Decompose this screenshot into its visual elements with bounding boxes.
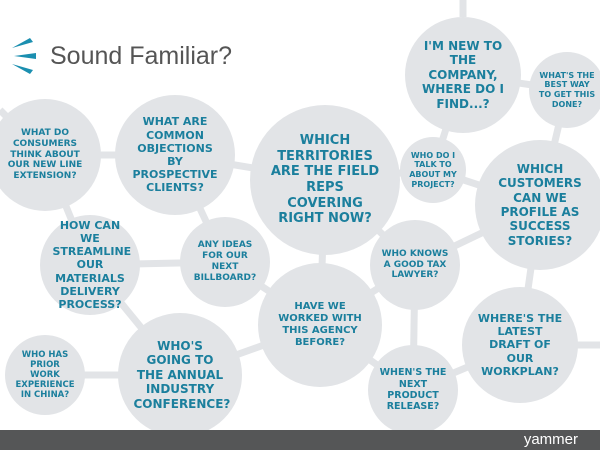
question-text: Any ideas for our next billboard? [193,240,257,283]
yammer-logo: yammer [523,431,578,448]
question-bubble: What's the best way to get this done? [529,52,600,128]
question-text: Who do I talk to about my project? [409,150,457,189]
page-title: Sound Familiar? [50,42,233,70]
question-bubble: Who knows a good tax lawyer? [370,220,460,310]
question-text: Who has prior work experience in China? [15,349,75,401]
question-bubble: I'm new to the company, where do I find.… [405,17,521,133]
question-bubble: Have we worked with this agency before? [258,263,382,387]
logo-icon [12,38,36,74]
question-bubble: Which customers can we profile as succes… [475,140,600,270]
question-text: What are common objections by prospectiv… [132,115,218,195]
footer-bar: yammer [0,430,600,450]
question-bubble: Who do I talk to about my project? [400,137,466,203]
question-text: Have we worked with this agency before? [278,301,362,348]
question-text: Which territories are the field reps cov… [270,133,380,227]
question-bubble: Who has prior work experience in China? [5,335,85,415]
question-bubble: Any ideas for our next billboard? [180,217,270,307]
question-text: Who's going to the annual industry confe… [133,339,231,411]
question-text: What do consumers think about our new li… [7,128,83,182]
question-text: How can we streamline our materials deli… [52,218,132,311]
question-bubble: What are common objections by prospectiv… [115,95,235,215]
question-text: What's the best way to get this done? [538,70,596,109]
question-bubble: Who's going to the annual industry confe… [118,313,242,437]
question-bubble: When's the next product release? [368,345,458,435]
question-bubble: How can we streamline our materials deli… [40,215,140,315]
question-text: Which customers can we profile as succes… [498,161,582,248]
question-text: Where's the latest draft of our workplan… [477,312,563,378]
question-text: I'm new to the company, where do I find.… [422,39,504,111]
question-bubble: What do consumers think about our new li… [0,99,101,211]
question-bubble: Where's the latest draft of our workplan… [462,287,578,403]
question-bubble: Which territories are the field reps cov… [250,105,400,255]
question-text: When's the next product release? [379,367,447,413]
question-text: Who knows a good tax lawyer? [381,248,449,281]
